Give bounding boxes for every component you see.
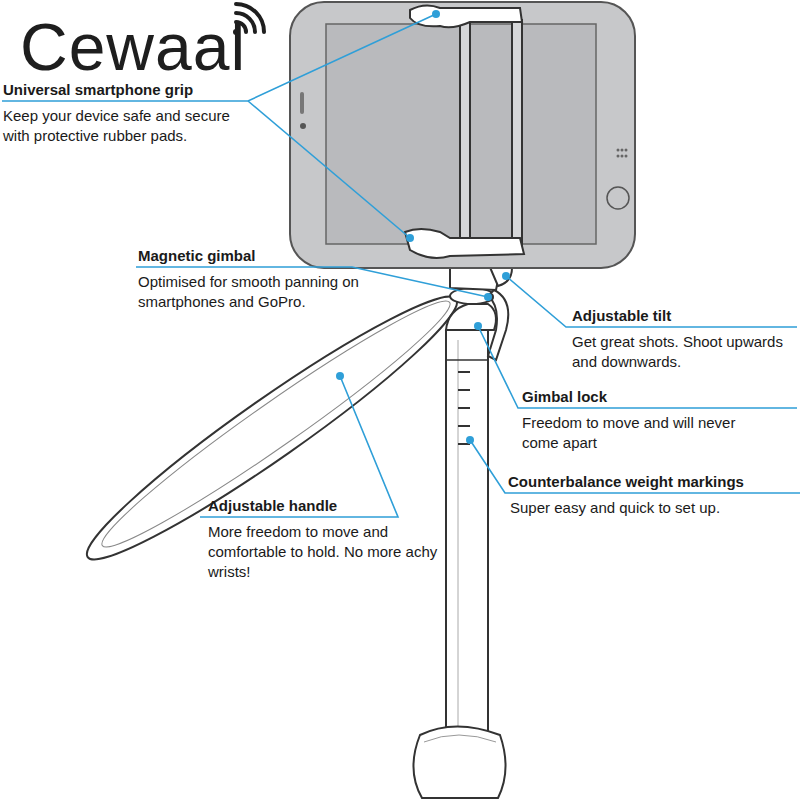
feature-text: More freedom to move and comfortable to … xyxy=(208,522,443,582)
leader-dots xyxy=(336,10,510,444)
feature-text: Optimised for smooth panning on smartpho… xyxy=(138,272,360,312)
feature-text: Keep your device safe and secure with pr… xyxy=(3,106,231,146)
feature-heading: Adjustable tilt xyxy=(572,306,797,326)
feature-text: Freedom to move and will never come apar… xyxy=(522,413,762,453)
handle xyxy=(70,274,473,581)
smartphone xyxy=(290,2,635,268)
counterweight xyxy=(413,727,505,799)
brand-logo: Cewaal xyxy=(20,12,280,82)
pole xyxy=(446,330,488,740)
leader-lines xyxy=(2,14,800,517)
feature-heading: Magnetic gimbal xyxy=(138,246,353,266)
feature-text: Super easy and quick to set up. xyxy=(510,498,795,518)
feature-heading: Universal smartphone grip xyxy=(3,80,253,100)
phone-clamp xyxy=(405,5,524,258)
feature-text: Get great shots. Shoot upwards and downw… xyxy=(572,332,797,372)
feature-heading: Gimbal lock xyxy=(522,387,792,407)
feature-heading: Adjustable handle xyxy=(208,496,398,516)
feature-heading: Counterbalance weight markings xyxy=(508,472,797,492)
